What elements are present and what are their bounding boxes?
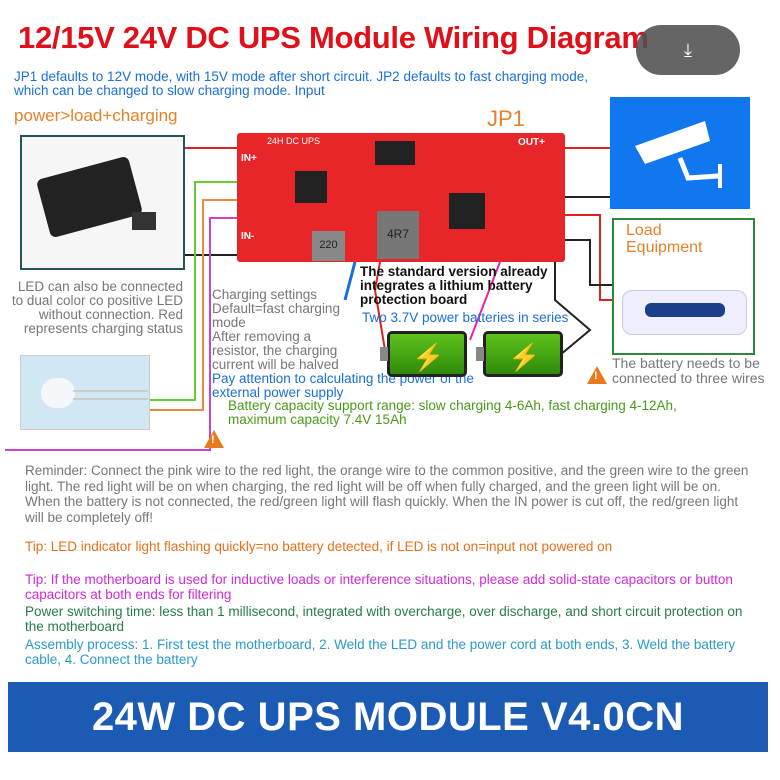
charging-settings-default: Default=fast charging mode	[212, 301, 340, 330]
batteries-note: Two 3.7V power batteries in series	[362, 310, 569, 325]
page-title: 12/15V 24V DC UPS Module Wiring Diagram	[18, 20, 649, 55]
intro-text: JP1 defaults to 12V mode, with 15V mode …	[14, 69, 589, 98]
power-adapter-image	[20, 135, 185, 270]
in-plus-label: IN+	[241, 153, 257, 164]
assembly-note: Assembly process: 1. First test the moth…	[25, 637, 736, 667]
product-banner: 24W DC UPS MODULE V4.0CN	[8, 682, 768, 752]
led-note: LED can also be connected to dual color …	[11, 279, 183, 336]
reminder-text: Reminder: Connect the pink wire to the r…	[25, 463, 749, 525]
in-minus-label: IN-	[241, 231, 255, 242]
download-icon: ⤓	[684, 39, 692, 60]
inductor-220: 220	[312, 231, 345, 261]
jp1-label: JP1	[487, 106, 525, 131]
out-plus-label: OUT+	[518, 137, 545, 148]
battery-2: ⚡	[476, 331, 563, 377]
warning-icon: !	[204, 430, 224, 448]
download-button[interactable]: ⤓	[636, 25, 740, 75]
lightning-icon: ⚡	[412, 342, 445, 372]
power-flow-text: power>load+charging	[14, 106, 178, 125]
tip-led: Tip: LED indicator light flashing quickl…	[25, 539, 613, 554]
charging-settings-title: Charging settings	[212, 287, 318, 302]
capacity-note: Battery capacity support range: slow cha…	[228, 398, 677, 427]
warning-icon: !	[587, 366, 607, 384]
router-image	[622, 290, 747, 335]
wiring-lines	[5, 147, 612, 451]
standard-version-note: The standard version already integrates …	[360, 264, 548, 307]
ups-board: 24H DC UPS IN+ IN- OUT+ 4R7 220	[237, 133, 565, 262]
charging-settings: Charging settings Default=fast charging …	[212, 288, 362, 372]
switching-note: Power switching time: less than 1 millis…	[25, 604, 743, 634]
charging-settings-resistor: After removing a resistor, the charging …	[212, 329, 339, 372]
lightning-icon: ⚡	[508, 342, 541, 372]
inductor-4r7: 4R7	[377, 211, 419, 259]
battery-1: ⚡	[380, 331, 467, 377]
load-equipment-label: Load Equipment	[626, 222, 703, 256]
led-image	[20, 355, 150, 430]
battery-wires-note: The battery needs to be connected to thr…	[612, 355, 765, 386]
tip-capacitor: Tip: If the motherboard is used for indu…	[25, 572, 733, 602]
camera-icon	[610, 97, 750, 209]
load-equipment-box: Load Equipment	[612, 218, 755, 355]
board-label: 24H DC UPS	[267, 136, 321, 146]
